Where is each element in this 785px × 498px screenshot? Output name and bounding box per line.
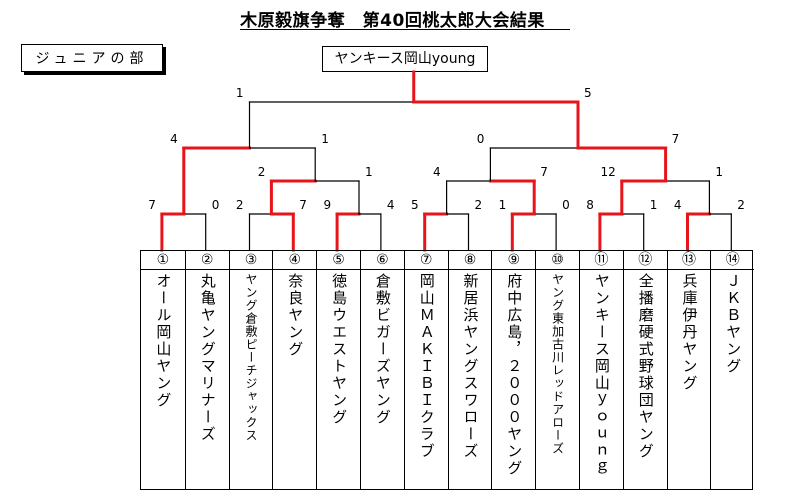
score-label: 7: [148, 198, 156, 212]
team-number: ⑦: [404, 251, 448, 270]
score-label: 12: [601, 165, 616, 179]
team-number: ②: [185, 251, 229, 270]
team-number: ④: [273, 251, 317, 270]
score-label: 2: [236, 198, 244, 212]
team-cell: ⑥ 倉敷ビガーズヤング: [360, 251, 404, 489]
team-name: 全播磨硬式野球団ヤング: [636, 273, 655, 460]
team-name: ＪＫＢヤング: [724, 273, 743, 375]
team-name: 奈良ヤング: [286, 273, 305, 358]
team-number: ⑨: [492, 251, 536, 270]
team-number: ⑫: [623, 251, 667, 270]
score-label: 8: [586, 198, 594, 212]
team-table: ① オール岡山ヤング ② 丸亀ヤングマリナーズ ③ ヤング倉敷ピーチジャックス ④ 奈良ヤング…: [140, 250, 755, 490]
team-name: 新居浜ヤングスワローズ: [461, 273, 480, 460]
score-label: 0: [562, 198, 570, 212]
score-label: 1: [499, 198, 507, 212]
team-number: ⑭: [711, 251, 755, 270]
title-underline: [240, 29, 570, 30]
team-number: ⑤: [317, 251, 360, 270]
team-cell: ⑦ 岡山ＭＡＫＩＢＩクラブ: [403, 251, 448, 489]
score-label: 4: [674, 198, 682, 212]
team-cell: ⑩ ヤング東加古川レッドアローズ: [535, 251, 579, 489]
team-name: 倉敷ビガーズヤング: [373, 273, 392, 426]
score-label: 5: [411, 198, 419, 212]
division-label: ジュニアの部: [21, 44, 163, 72]
team-cell: ④ 奈良ヤング: [272, 251, 317, 489]
team-cell: ⑧ 新居浜ヤングスワローズ: [447, 251, 492, 489]
team-name: 岡山ＭＡＫＩＢＩクラブ: [417, 273, 436, 460]
team-cell: ② 丸亀ヤングマリナーズ: [184, 251, 229, 489]
score-label: 7: [540, 165, 548, 179]
team-name: ヤング東加古川レッドアローズ: [550, 273, 565, 455]
score-label: 4: [387, 198, 395, 212]
score-label: 1: [236, 86, 244, 100]
score-label: 0: [477, 132, 485, 146]
team-cell: ⑭ ＪＫＢヤング: [710, 251, 755, 489]
champion-box: ヤンキース岡山young: [322, 46, 488, 72]
team-number: ①: [141, 251, 185, 270]
score-label: 2: [475, 198, 483, 212]
team-number: ⑥: [361, 251, 404, 270]
score-label: 1: [321, 132, 329, 146]
team-number: ⑩: [536, 251, 579, 270]
team-number: ⑬: [667, 251, 711, 270]
page-title: 木原毅旗争奪 第40回桃太郎大会結果: [240, 11, 545, 31]
score-label: 7: [299, 198, 307, 212]
team-name: ヤング倉敷ピーチジャックス: [243, 273, 258, 442]
score-label: 9: [323, 198, 331, 212]
team-name: オール岡山ヤング: [154, 273, 173, 409]
score-label: 7: [672, 132, 680, 146]
score-label: 4: [170, 132, 178, 146]
score-label: 5: [584, 86, 592, 100]
team-cell: ① オール岡山ヤング: [141, 251, 185, 489]
team-number: ③: [229, 251, 273, 270]
team-name: ヤンキース岡山ｙｏｕｎｇ: [592, 273, 611, 477]
score-label: 0: [212, 198, 220, 212]
team-cell: ⑪ ヤンキース岡山ｙｏｕｎｇ: [579, 251, 623, 489]
team-number: ⑧: [448, 251, 492, 270]
team-cell: ⑫ 全播磨硬式野球団ヤング: [622, 251, 667, 489]
score-label: 2: [737, 198, 745, 212]
team-number: ⑪: [580, 251, 623, 270]
team-cell: ⑨ 府中広島，２０００ヤング: [491, 251, 536, 489]
team-cell: ⑤ 徳島ウエストヤング: [316, 251, 360, 489]
score-label: 4: [433, 165, 441, 179]
score-label: 1: [365, 165, 373, 179]
team-name: 兵庫伊丹ヤング: [680, 273, 699, 392]
score-label: 1: [715, 165, 723, 179]
team-cell: ③ ヤング倉敷ピーチジャックス: [228, 251, 273, 489]
score-label: 1: [650, 198, 658, 212]
team-name: 徳島ウエストヤング: [330, 273, 349, 426]
team-name: 府中広島，２０００ヤング: [505, 273, 524, 477]
team-name: 丸亀ヤングマリナーズ: [198, 273, 217, 443]
score-label: 2: [258, 165, 266, 179]
team-cell: ⑬ 兵庫伊丹ヤング: [666, 251, 711, 489]
